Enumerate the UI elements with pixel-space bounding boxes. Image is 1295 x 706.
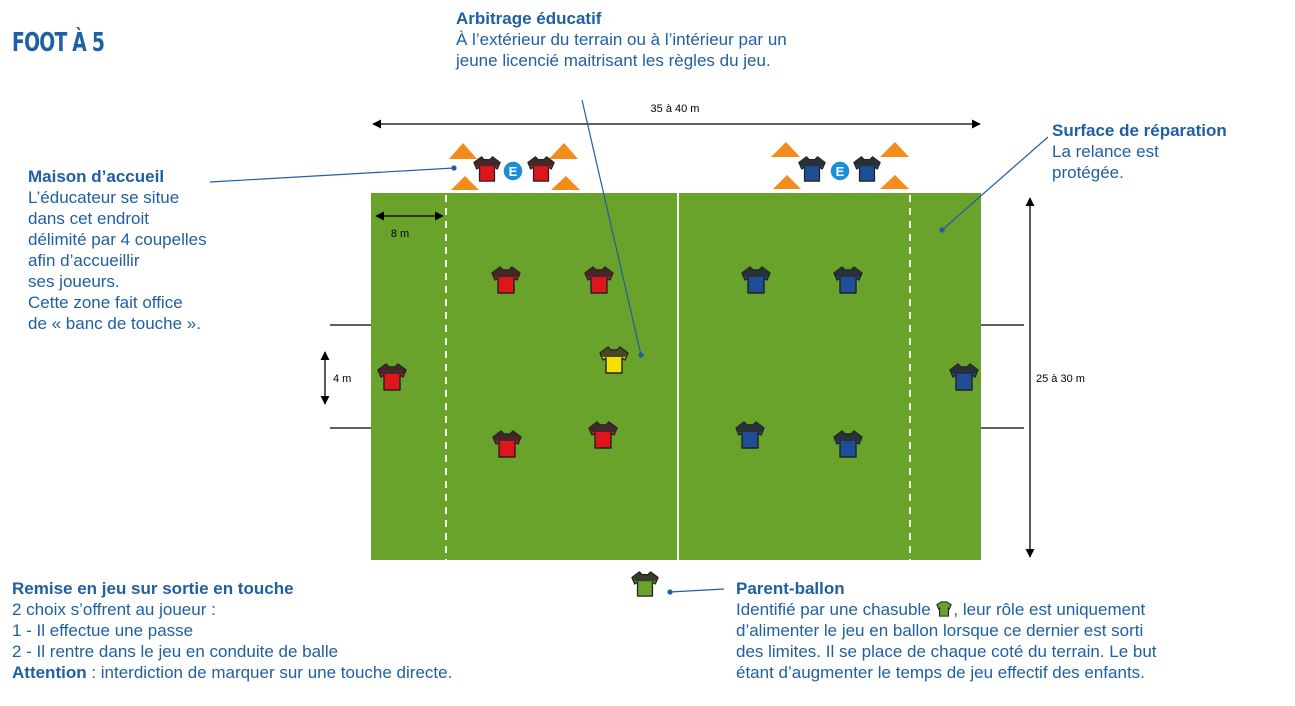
- red-jersey-icon: [527, 156, 555, 182]
- left-cones: [449, 143, 580, 190]
- surface-block: Surface de réparation La relance est pro…: [1052, 120, 1227, 183]
- cone-icon: [551, 176, 580, 190]
- maison-heading: Maison d’accueil: [28, 167, 165, 186]
- parent-leader-line: [669, 588, 725, 593]
- blue-jersey-icon: [853, 156, 881, 182]
- cone-icon: [880, 175, 909, 189]
- parent-line-1: Identifié par une chasuble , leur rôle e…: [736, 599, 1157, 620]
- surface-heading: Surface de réparation: [1052, 121, 1227, 140]
- maison-line-2: dans cet endroit: [28, 209, 149, 228]
- cone-icon: [771, 142, 800, 157]
- arbitrage-leader-line: [581, 99, 642, 356]
- parent-line-2: d’alimenter le jeu en ballon lorsque ce …: [736, 621, 1144, 640]
- page-title: FOOT À 5: [12, 28, 105, 58]
- surface-leader-line: [941, 136, 1049, 231]
- attention-text: : interdiction de marquer sur une touche…: [86, 663, 453, 682]
- green-jersey-icon: [936, 601, 953, 617]
- blue-jersey-icon: [833, 266, 863, 294]
- green-jersey-icon: [631, 571, 659, 597]
- width-label: 35 à 40 m: [651, 103, 700, 115]
- cone-icon: [773, 175, 801, 189]
- cone-icon: [549, 143, 578, 159]
- parent-leader-dot: [667, 589, 673, 595]
- blue-jersey-icon: [798, 156, 826, 182]
- arbitrage-heading: Arbitrage éducatif: [456, 9, 602, 28]
- surface-line-2: protégée.: [1052, 163, 1124, 182]
- right-cones: [771, 142, 909, 189]
- maison-leader-dot: [451, 165, 457, 171]
- blue-jersey-icon: [735, 421, 765, 449]
- remise-attention: Attention : interdiction de marquer sur …: [12, 662, 452, 683]
- parent-block: Parent-ballon Identifié par une chasuble…: [736, 578, 1157, 683]
- red-jersey-icon: [473, 156, 501, 182]
- cone-icon: [449, 143, 477, 159]
- arbitrage-line-2: jeune licencié maitrisant les règles du …: [456, 51, 771, 70]
- parent-line-1-end: , leur rôle est uniquement: [953, 600, 1146, 619]
- surface-line-1: La relance est: [1052, 142, 1159, 161]
- right-educator-badge: E: [829, 160, 851, 182]
- field-lines: [445, 193, 911, 560]
- parent-heading: Parent-ballon: [736, 579, 845, 598]
- football-field: [371, 193, 981, 560]
- remise-block: Remise en jeu sur sortie en touche 2 cho…: [12, 578, 452, 683]
- surface-leader-dot: [939, 227, 945, 233]
- parent-line-1-start: Identifié par une chasuble: [736, 600, 936, 619]
- attention-label: Attention: [12, 663, 87, 682]
- red-jersey-icon: [492, 430, 522, 458]
- length-label: 25 à 30 m: [1036, 373, 1085, 385]
- educator-badge-label: E: [509, 164, 518, 179]
- arbitrage-block: Arbitrage éducatif À l’extérieur du terr…: [456, 8, 787, 71]
- blue-jersey-icon: [741, 266, 771, 294]
- red-jersey-icon: [584, 266, 614, 294]
- maison-line-5: ses joueurs.: [28, 272, 120, 291]
- educator-badge-icon: [829, 160, 851, 182]
- cone-icon: [451, 176, 479, 190]
- blue-jersey-icon: [833, 430, 863, 458]
- maison-line-6: Cette zone fait office: [28, 293, 183, 312]
- arbitrage-line-1: À l’extérieur du terrain ou à l’intérieu…: [456, 30, 787, 49]
- goal-label: 4 m: [333, 373, 351, 385]
- parent-line-4: étant d’augmenter le temps de jeu effect…: [736, 663, 1145, 682]
- remise-line-2: 1 - Il effectue une passe: [12, 621, 194, 640]
- red-jersey-icon: [377, 363, 407, 391]
- maison-leader-line: [209, 167, 455, 183]
- cone-icon: [880, 142, 909, 157]
- maison-line-3: délimité par 4 coupelles: [28, 230, 207, 249]
- arbitrage-leader-dot: [638, 352, 644, 358]
- blue-jersey-icon: [949, 363, 979, 391]
- remise-line-3: 2 - Il rentre dans le jeu en conduite de…: [12, 642, 339, 661]
- zone-label: 8 m: [391, 228, 409, 240]
- remise-heading: Remise en jeu sur sortie en touche: [12, 579, 294, 598]
- red-jersey-icon: [588, 421, 618, 449]
- maison-line-1: L’éducateur se situe: [28, 188, 180, 207]
- educator-badge-icon: [502, 160, 524, 182]
- maison-line-7: de « banc de touche ».: [28, 314, 201, 333]
- remise-line-1: 2 choix s’offrent au joueur :: [12, 600, 216, 619]
- maison-block: Maison d’accueil L’éducateur se situe da…: [28, 166, 207, 334]
- parent-line-3: des limites. Il se place de chaque coté …: [736, 642, 1157, 661]
- maison-line-4: afin d’accueillir: [28, 251, 140, 270]
- left-educator-badge: E: [502, 160, 524, 182]
- educator-badge-label: E: [836, 164, 845, 179]
- yellow-referee-jersey-icon: [599, 346, 629, 374]
- red-jersey-icon: [491, 266, 521, 294]
